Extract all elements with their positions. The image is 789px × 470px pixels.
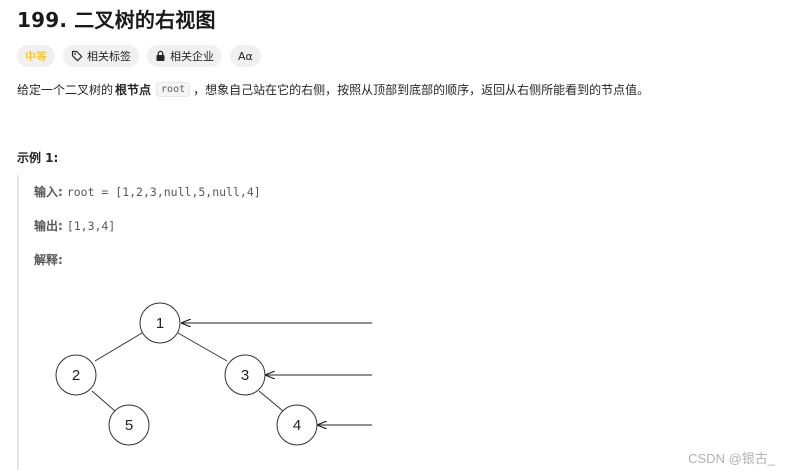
tag-icon — [71, 50, 83, 62]
description-code: root — [156, 82, 191, 97]
description-bold: 根节点 — [115, 83, 152, 97]
tree-node-2-label: 2 — [72, 367, 80, 384]
edge-3-4 — [258, 390, 284, 412]
input-label: 输入: — [34, 185, 63, 199]
explain-label: 解释: — [34, 253, 63, 267]
tree-node-2: 2 — [55, 354, 97, 396]
edge-2-5 — [91, 390, 116, 412]
binary-tree-diagram: 1 2 3 5 4 — [55, 302, 372, 446]
example-explain-row: 解释: — [34, 251, 63, 268]
tree-node-4-label: 4 — [293, 417, 301, 434]
example-input-row: 输入: root = [1,2,3,null,5,null,4] — [34, 183, 261, 200]
problem-description: 给定一个二叉树的 根节点 root ，想象自己站在它的右侧，按照从顶部到底部的顺… — [17, 81, 649, 98]
output-value: [1,3,4] — [66, 218, 116, 233]
tag-bar: 中等 相关标签 相关企业 Aα — [17, 45, 261, 67]
csdn-watermark: CSDN @银古_ — [688, 451, 775, 466]
tree-node-4: 4 — [276, 404, 318, 446]
font-size-toggle[interactable]: Aα — [230, 45, 261, 67]
related-companies-label: 相关企业 — [170, 50, 214, 63]
output-label: 输出: — [34, 219, 63, 233]
related-companies-button[interactable]: 相关企业 — [147, 45, 222, 67]
edge-1-2 — [94, 332, 143, 362]
tree-node-3: 3 — [224, 354, 266, 396]
tree-node-1: 1 — [139, 302, 181, 344]
lock-icon — [155, 50, 166, 62]
example-block: 输入: root = [1,2,3,null,5,null,4] 输出: [1,… — [17, 175, 537, 470]
difficulty-badge: 中等 — [17, 45, 55, 67]
problem-title: 199. 二叉树的右视图 — [17, 8, 216, 32]
tree-node-5: 5 — [108, 404, 150, 446]
tree-node-3-label: 3 — [241, 367, 249, 384]
input-value: root = [1,2,3,null,5,null,4] — [66, 184, 261, 199]
edge-1-3 — [177, 332, 228, 362]
related-tags-button[interactable]: 相关标签 — [63, 45, 139, 67]
example-title: 示例 1: — [17, 151, 59, 165]
related-tags-label: 相关标签 — [87, 50, 131, 63]
description-text-1: 给定一个二叉树的 — [17, 83, 114, 97]
tree-node-1-label: 1 — [156, 315, 164, 332]
example-output-row: 输出: [1,3,4] — [34, 217, 115, 234]
tree-node-5-label: 5 — [125, 417, 133, 434]
description-text-2: ，想象自己站在它的右侧，按照从顶部到底部的顺序，返回从右侧所能看到的节点值。 — [193, 83, 650, 97]
